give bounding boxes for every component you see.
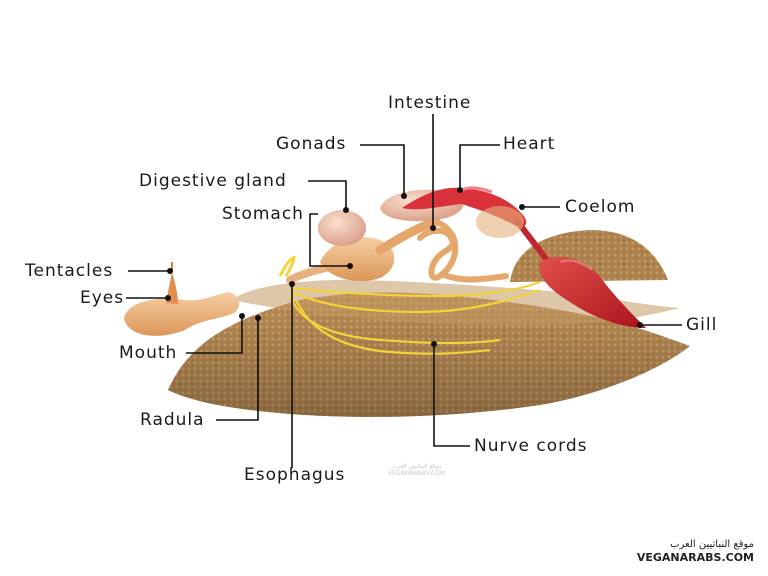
leader-lines xyxy=(126,114,682,468)
label-coelom: Coelom xyxy=(565,197,636,217)
gill-organ xyxy=(539,256,646,328)
leader-heart xyxy=(459,144,500,190)
label-digestive-gland: Digestive gland xyxy=(139,171,287,191)
watermark-center: موقع النباتيين العرب VEGANARABS.COM xyxy=(388,463,445,477)
watermark-corner: موقع النباتيين العرب VEGANARABS.COM xyxy=(637,538,754,564)
head xyxy=(124,262,240,336)
watermark-center-english: VEGANARABS.COM xyxy=(388,470,446,477)
watermark-corner-english: VEGANARABS.COM xyxy=(636,551,754,564)
nerve-cords xyxy=(278,255,541,355)
label-gonads: Gonads xyxy=(276,134,347,154)
label-esophagus: Esophagus xyxy=(244,465,346,485)
label-tentacles: Tentacles xyxy=(25,261,114,281)
label-eyes: Eyes xyxy=(80,288,125,308)
leader-nurve-cords xyxy=(433,344,470,447)
leader-gonads xyxy=(360,144,405,196)
digestive-tract xyxy=(286,189,509,284)
label-mouth: Mouth xyxy=(119,343,178,363)
leader-digestive-gland xyxy=(308,180,347,210)
leader-stomach xyxy=(309,213,350,267)
watermark-corner-arabic: موقع النباتيين العرب xyxy=(670,539,754,550)
leader-dots xyxy=(165,187,643,347)
watermark-center-arabic: موقع النباتيين العرب xyxy=(391,463,442,470)
leader-mouth xyxy=(186,316,243,354)
label-stomach: Stomach xyxy=(222,204,304,224)
label-nurve-cords: Nurve cords xyxy=(474,436,588,456)
label-gill: Gill xyxy=(686,315,718,335)
label-radula: Radula xyxy=(140,410,205,430)
label-intestine: Intestine xyxy=(388,93,472,113)
leader-radula xyxy=(216,318,259,421)
label-heart: Heart xyxy=(503,134,556,154)
